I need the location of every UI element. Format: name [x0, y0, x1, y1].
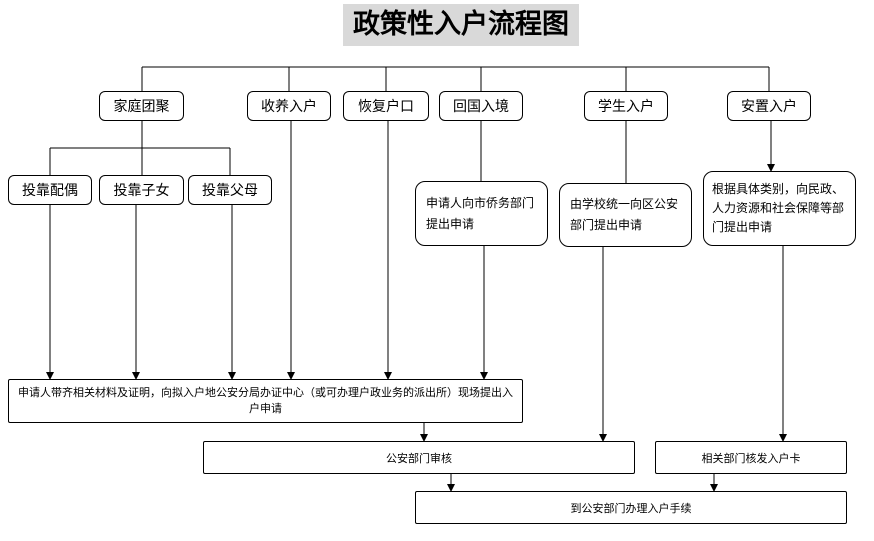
- category-return-home: 回国入境: [439, 91, 523, 121]
- family-parents: 投靠父母: [188, 175, 272, 205]
- category-restore-hukou: 恢复户口: [343, 91, 429, 121]
- category-student: 学生入户: [584, 91, 668, 121]
- desc-resettlement: 根据具体类别，向民政、人力资源和社会保障等部门提出申请: [703, 171, 856, 246]
- step-review: 公安部门审核: [203, 441, 635, 474]
- family-children: 投靠子女: [99, 175, 184, 205]
- step-issue-card: 相关部门核发入户卡: [655, 441, 847, 474]
- category-adoption: 收养入户: [247, 91, 331, 121]
- family-spouse: 投靠配偶: [8, 175, 92, 205]
- page-title: 政策性入户流程图: [343, 4, 579, 46]
- step-apply: 申请人带齐相关材料及证明，向拟入户地公安分局办证中心（或可办理户政业务的派出所）…: [8, 379, 523, 423]
- desc-return-home: 申请人向市侨务部门提出申请: [415, 181, 548, 246]
- step-final: 到公安部门办理入户手续: [415, 491, 847, 524]
- desc-student: 由学校统一向区公安部门提出申请: [559, 183, 692, 247]
- category-family-reunion: 家庭团聚: [99, 91, 184, 121]
- category-resettlement: 安置入户: [727, 91, 811, 121]
